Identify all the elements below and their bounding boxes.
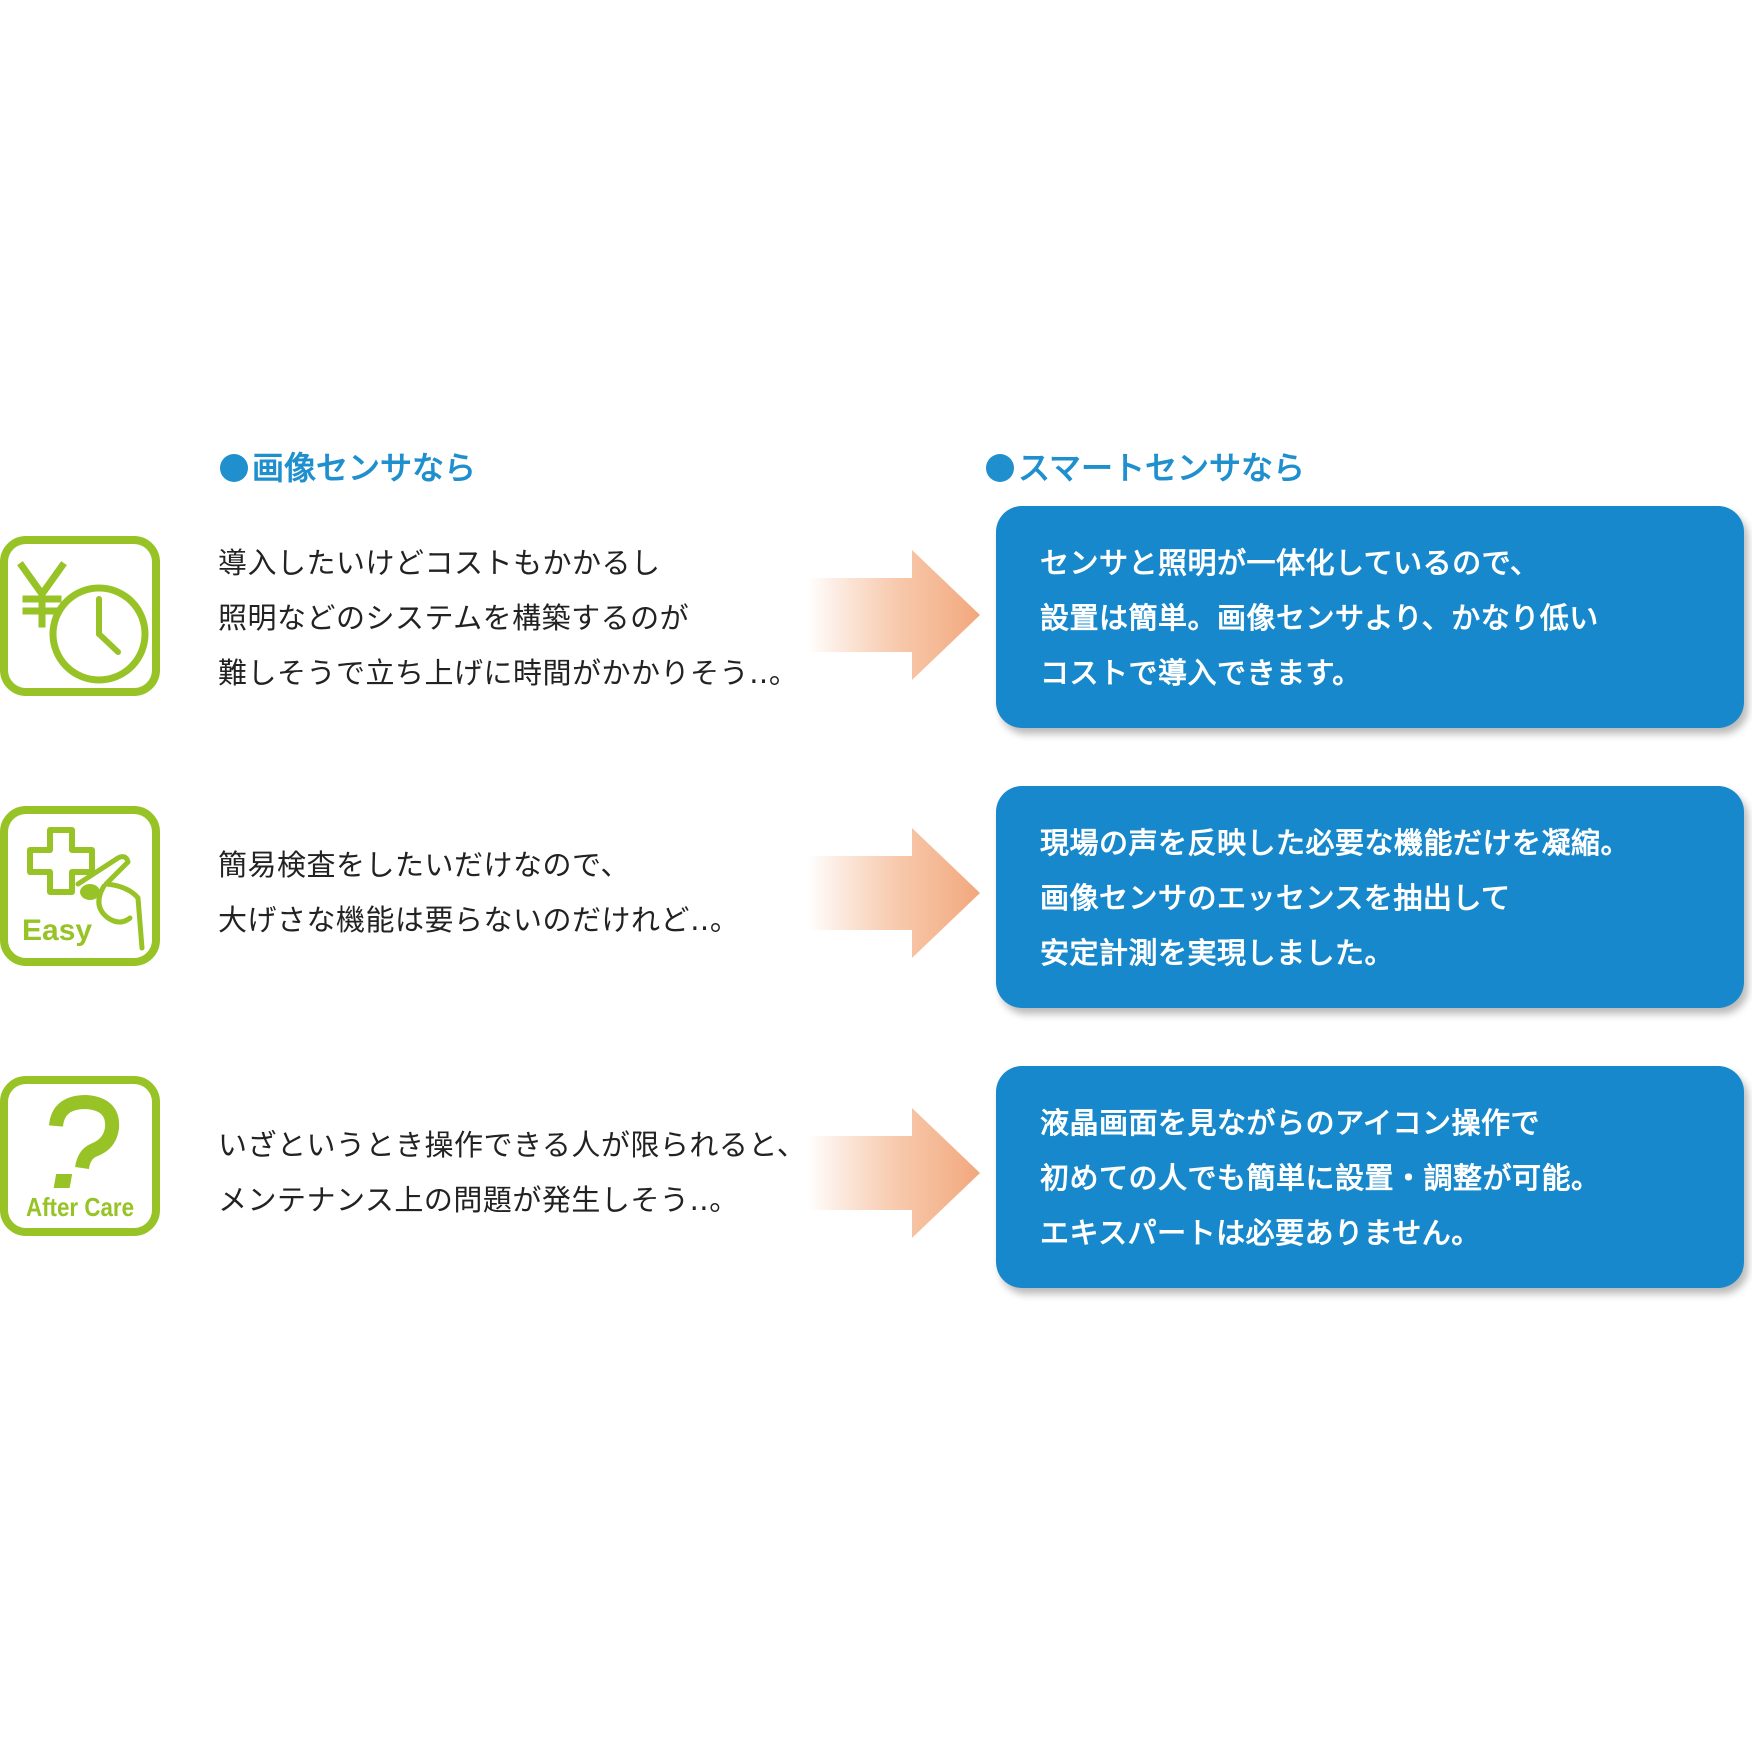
question-mark-glyph [49, 1094, 120, 1188]
solution-line: センサと照明が一体化しているので、 [1040, 546, 1540, 580]
heading-right-text: スマートセンサなら [1018, 449, 1306, 487]
solution-line: コストで導入できます。 [1040, 656, 1362, 690]
bullet-dot-icon [220, 454, 248, 482]
solution-line: 画像センサのエッセンスを抽出して [1040, 881, 1511, 915]
solution-box-3: 液晶画面を見ながらのアイコン操作で 初めての人でも簡単に設置・調整が可能。 エキ… [996, 1066, 1744, 1288]
problem-text-3: いざというとき操作できる人が限られると、 メンテナンス上の問題が発生しそう‥。 [218, 1118, 838, 1228]
problem-text-1: 導入したいけどコストもかかるし 照明などのシステムを構築するのが 難しそうで立ち… [218, 536, 838, 701]
problem-line: 大げさな機能は要らないのだけれど‥。 [218, 903, 740, 937]
heading-image-sensor: 画像センサなら [220, 446, 476, 490]
solution-line: 液晶画面を見ながらのアイコン操作で [1040, 1106, 1541, 1140]
arrow-right-icon [808, 550, 980, 680]
yen-clock-glyph [17, 561, 149, 684]
heading-smart-sensor: スマートセンサなら [986, 446, 1305, 490]
solution-line: エキスパートは必要ありません。 [1040, 1216, 1481, 1250]
solution-box-1: センサと照明が一体化しているので、 設置は簡単。画像センサより、かなり低い コス… [996, 506, 1744, 728]
solution-box-2: 現場の声を反映した必要な機能だけを凝縮。 画像センサのエッセンスを抽出して 安定… [996, 786, 1744, 1008]
problem-line: いざというとき操作できる人が限られると、 [218, 1128, 807, 1162]
problem-line: 簡易検査をしたいだけなので、 [218, 848, 630, 882]
problem-line: メンテナンス上の問題が発生しそう‥。 [218, 1183, 739, 1217]
problem-line: 難しそうで立ち上げに時間がかかりそう‥。 [218, 656, 799, 690]
problem-text-2: 簡易検査をしたいだけなので、 大げさな機能は要らないのだけれど‥。 [218, 838, 838, 948]
plus-hand-icon: Easy [0, 806, 160, 966]
bullet-dot-icon [986, 454, 1014, 482]
arrow-right-icon [808, 828, 980, 958]
solution-line: 設置は簡単。画像センサより、かなり低い [1040, 601, 1599, 635]
question-mark-icon: After Care [0, 1076, 160, 1236]
solution-line: 安定計測を実現しました。 [1040, 936, 1395, 970]
icon-label-after-care: After Care [25, 1192, 135, 1222]
plus-hand-glyph [27, 827, 145, 951]
solution-line: 現場の声を反映した必要な機能だけを凝縮。 [1040, 826, 1631, 860]
arrow-right-icon [808, 1108, 980, 1238]
problem-line: 導入したいけどコストもかかるし [218, 546, 661, 580]
solution-line: 初めての人でも簡単に設置・調整が可能。 [1040, 1161, 1601, 1195]
yen-clock-icon [0, 536, 160, 696]
icon-label-easy: Easy [22, 914, 93, 947]
heading-left-text: 画像センサなら [252, 449, 477, 487]
problem-line: 照明などのシステムを構築するのが [218, 601, 690, 635]
